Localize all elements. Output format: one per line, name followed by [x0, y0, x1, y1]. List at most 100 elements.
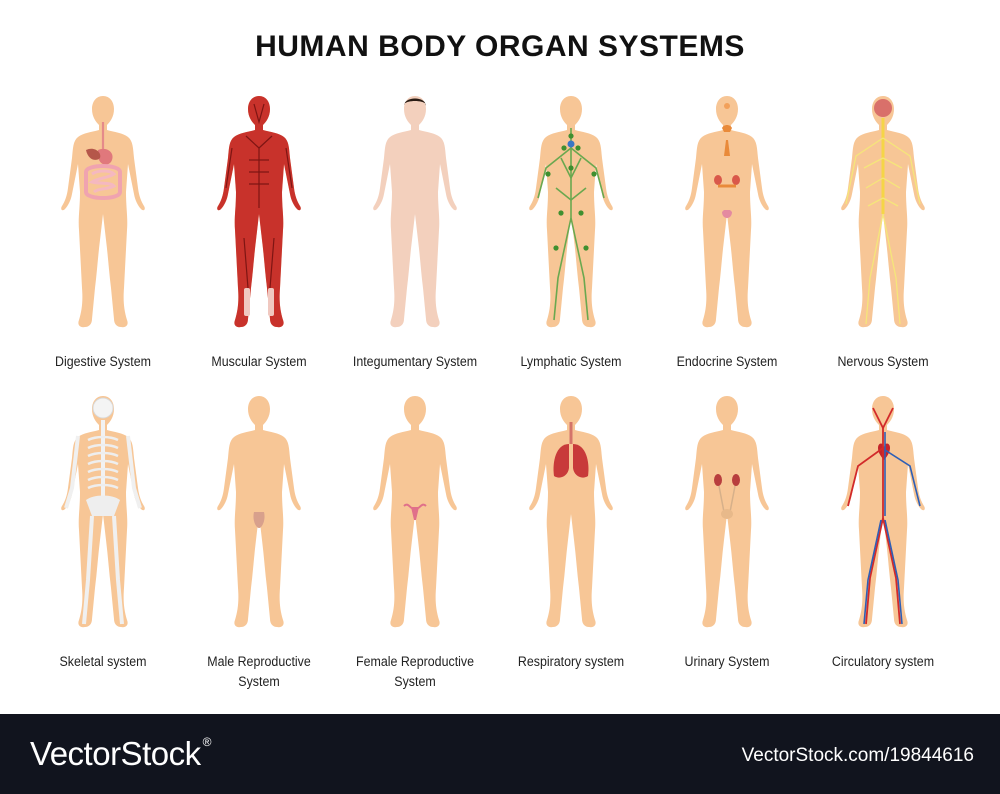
liver-shape: [86, 148, 101, 160]
nerve-3: [882, 213, 901, 325]
image-url[interactable]: VectorStock.com/19844616: [741, 745, 974, 766]
muscle-line-6: [269, 237, 275, 289]
lymph-node-4: [558, 210, 564, 216]
system-label: Respiratory system: [517, 654, 625, 669]
systems-row-top: Digestive System Muscular System Integum…: [0, 88, 1000, 398]
brand-logo[interactable]: VectorStock®: [30, 735, 211, 773]
muscle-line-9: [253, 103, 265, 125]
rib-0: [87, 435, 119, 442]
figure-group: [61, 96, 145, 328]
limb-bone-0: [64, 435, 80, 509]
figure-group: [217, 396, 301, 628]
system-card-male-reproductive: Male Reproductive System: [181, 388, 337, 698]
muscle-line-5: [243, 237, 249, 289]
nerve-2: [865, 213, 884, 325]
muscular-figure: [217, 96, 301, 328]
skull-shape: [92, 397, 114, 419]
nervous-figure: [841, 96, 925, 328]
systems-row-bottom: Skeletal system Male Reproductive System…: [0, 388, 1000, 698]
lymph-vessel-1: [537, 147, 572, 199]
endocrine-figure: [685, 96, 769, 328]
lymph-vessel-4: [570, 217, 589, 321]
lymph-node-0: [568, 133, 574, 139]
system-label: Skeletal system: [59, 654, 147, 669]
registered-mark: ®: [202, 735, 212, 749]
rib-2: [87, 451, 119, 458]
system-label: Nervous System: [837, 354, 929, 369]
limb-bone-1: [126, 435, 142, 509]
system-card-integumentary: Integumentary System: [337, 88, 493, 398]
artery-2: [865, 517, 884, 625]
urinary-figure: [685, 396, 769, 628]
right-tendon-shape: [268, 288, 274, 316]
integumentary-figure: [373, 96, 457, 328]
limb-bone-2: [82, 515, 94, 625]
figure-group: [529, 96, 613, 328]
page-title: HUMAN BODY ORGAN SYSTEMS: [255, 30, 745, 63]
hair-shape: [404, 98, 426, 106]
heart-shape: [878, 443, 890, 460]
rib-5: [87, 475, 119, 482]
left-kidney-shape: [714, 474, 722, 486]
body-silhouette: [61, 96, 145, 328]
lymph-node-3: [568, 165, 574, 171]
muscle-body-shape: [217, 96, 301, 328]
brand-name: VectorStock: [30, 735, 201, 772]
figure-group: [685, 396, 769, 628]
system-label: Urinary System: [684, 654, 770, 669]
digestive-figure: [61, 96, 145, 328]
system-label: Digestive System: [55, 354, 151, 369]
nerve-0: [845, 137, 884, 205]
nerve-8: [867, 197, 884, 207]
nerve-4: [863, 157, 884, 169]
system-card-female-reproductive: Female Reproductive System: [337, 388, 493, 698]
thymus-shape: [567, 140, 575, 148]
female-reproductive-figure: [373, 396, 457, 628]
figure-group: [61, 396, 145, 628]
system-card-urinary: Urinary System: [649, 388, 805, 698]
system-card-endocrine: Endocrine System: [649, 88, 805, 398]
left-tendon-shape: [244, 288, 250, 316]
lymph-node-6: [553, 245, 559, 251]
nerve-1: [882, 137, 921, 205]
ureter-shape: [718, 485, 736, 513]
figure-group: [373, 96, 457, 328]
lymph-node-8: [545, 171, 551, 177]
lymph-vessel-6: [555, 187, 587, 202]
pituitary-shape: [724, 103, 730, 109]
artery-1: [847, 447, 884, 507]
right-kidney-shape: [732, 474, 740, 486]
artery-3: [882, 517, 901, 625]
rib-1: [87, 443, 119, 450]
circulatory-figure: [841, 396, 925, 628]
figure-group: [841, 96, 925, 328]
vein-3: [863, 519, 882, 625]
system-card-respiratory: Respiratory system: [493, 388, 649, 698]
system-label: Integumentary System: [352, 354, 478, 369]
system-label: Lymphatic System: [520, 354, 622, 369]
muscle-line-8: [285, 147, 293, 189]
small-intestine-shape: [88, 169, 117, 194]
lymph-node-9: [591, 171, 597, 177]
nerve-6: [865, 177, 884, 189]
body-silhouette: [373, 96, 457, 328]
system-label: Circulatory system: [831, 654, 935, 669]
lymphatic-figure: [529, 96, 613, 328]
rib-6: [87, 483, 119, 490]
muscle-line-7: [225, 147, 233, 189]
artery-4: [872, 407, 894, 431]
system-card-lymphatic: Lymphatic System: [493, 88, 649, 398]
gonad-shape: [722, 210, 732, 218]
system-card-muscular: Muscular System: [181, 88, 337, 398]
skeletal-figure: [61, 396, 145, 628]
system-label: Muscular System: [211, 354, 307, 369]
rib-3: [87, 459, 119, 466]
footer-bar: VectorStock® VectorStock.com/19844616: [0, 714, 1000, 794]
vein-1: [884, 449, 921, 507]
bladder-shape: [721, 509, 733, 519]
male-reproductive-figure: [217, 396, 301, 628]
body-silhouette: [529, 396, 613, 628]
system-card-nervous: Nervous System: [805, 88, 961, 398]
respiratory-figure: [529, 396, 613, 628]
right-lung-shape: [573, 444, 589, 478]
